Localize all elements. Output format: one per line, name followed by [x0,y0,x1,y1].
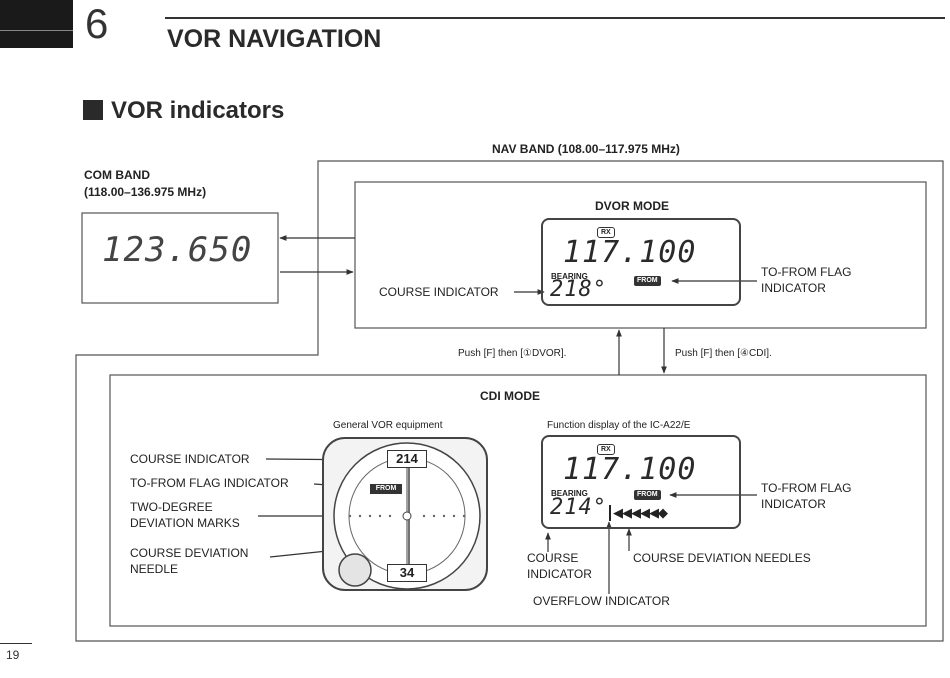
cdi-bearing-label: BEARING [551,489,588,498]
cdi-to-from-label: TO-FROM FLAG [761,481,852,495]
nav-band-label: NAV BAND (108.00–117.975 MHz) [492,142,680,156]
cdi-mode-title: CDI MODE [480,389,540,403]
footer-rule [0,643,32,644]
dvor-frequency: 117.100 [563,235,697,270]
general-vor-caption: General VOR equipment [333,420,443,431]
chapter-tab-stripe [0,30,73,31]
com-frequency-display: 123.650 [102,230,253,270]
section-title: VOR indicators [111,97,285,124]
cdi-to-from-label-2: INDICATOR [761,497,826,511]
com-band-range: (118.00–136.975 MHz) [84,185,207,199]
push-to-dvor: Push [F] then [①DVOR]. [458,348,567,359]
chapter-title: VOR NAVIGATION [167,25,382,53]
cdi-lcd-panel [541,435,741,529]
cdi-course-indicator-label-2: INDICATOR [527,567,592,581]
chapter-number: 6 [85,0,109,47]
dvor-to-from-label-2: INDICATOR [761,281,826,295]
two-degree-label: TWO-DEGREE [130,500,213,514]
cdi-bearing-value: 214° [550,495,607,520]
cdi-frequency: 117.100 [563,452,697,487]
dvor-mode-title: DVOR MODE [595,199,670,213]
overflow-indicator-label: OVERFLOW INDICATOR [533,594,670,608]
course-deviation-needles-label: COURSE DEVIATION NEEDLES [633,551,811,565]
cdi-course-indicator-label: COURSE [527,551,579,565]
instrument-course-bottom: 34 [387,564,427,582]
general-to-from-label: TO-FROM FLAG INDICATOR [130,476,289,490]
deviation-needle-label: COURSE DEVIATION [130,546,249,560]
dvor-rx-badge: RX [597,227,615,238]
instrument-course-top: 214 [387,450,427,468]
chapter-tab [0,0,73,48]
section-bullet-square [83,100,103,120]
course-deviation-needles-display: ◀◀◀◀◀◆ [609,505,668,521]
dvor-bearing-label: BEARING [551,272,588,281]
deviation-needle-label-2: NEEDLE [130,562,179,576]
cdi-flag-badge: FROM [634,490,661,500]
dvor-lcd-panel [541,218,741,306]
function-display-caption: Function display of the IC-A22/E [547,420,691,431]
page-number: 19 [6,648,20,662]
instrument-flag: FROM [375,485,397,492]
two-degree-label-2: DEVIATION MARKS [130,516,240,530]
general-course-indicator-label: COURSE INDICATOR [130,452,250,466]
com-band-label: COM BAND [84,168,150,182]
cdi-rx-badge: RX [597,444,615,455]
header-rule [165,17,945,19]
dvor-flag-badge: FROM [634,276,661,286]
dvor-course-indicator-label: COURSE INDICATOR [379,285,499,299]
push-to-cdi: Push [F] then [④CDI]. [675,348,772,359]
dvor-bearing-value: 218° [550,277,607,302]
dvor-to-from-label: TO-FROM FLAG [761,265,852,279]
